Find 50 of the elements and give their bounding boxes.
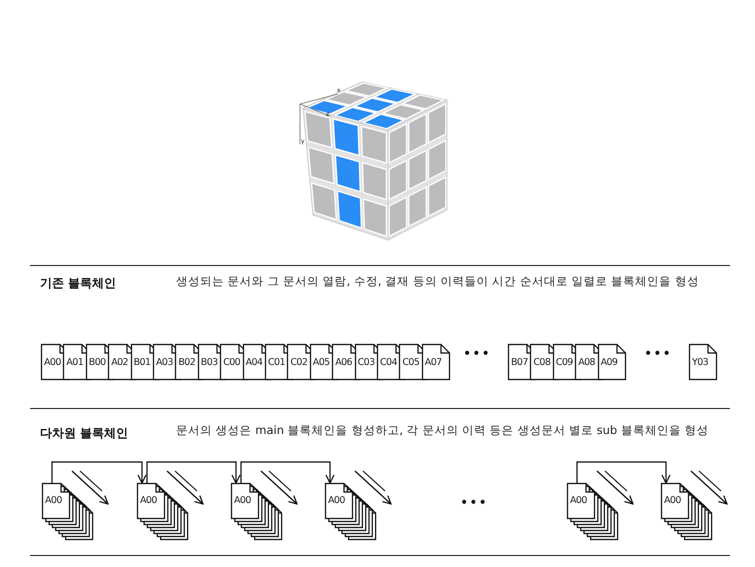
document-label: A02: [111, 357, 128, 368]
document-label: A01: [66, 357, 84, 368]
description-text: 생성되는 문서와 그 문서의 열람, 수정, 결재 등의 이력들이 시간 순서대로 일렬로 블록체인을 형성: [176, 274, 699, 289]
document-label: C03: [358, 357, 375, 368]
section-heading: 기존 블록체인: [40, 275, 118, 292]
document-label: A08: [578, 357, 595, 368]
document-label: A04: [246, 357, 262, 368]
document-label: C09: [556, 357, 573, 368]
section-heading: 다차원 블록체인: [40, 425, 130, 442]
document-label: C08: [533, 357, 550, 368]
document-label: A05: [312, 357, 330, 368]
document-label: C02: [290, 357, 308, 368]
document-stack: [661, 483, 713, 541]
connector-arrow: [576, 461, 671, 484]
document-label: A03: [156, 357, 173, 368]
document-stack: [137, 483, 189, 541]
connector-arrow: [240, 461, 335, 484]
document-label: A00: [570, 495, 587, 506]
document-stack: [231, 483, 283, 541]
document-label: C00: [223, 357, 240, 368]
document-label: C01: [268, 357, 285, 368]
document-label: A00: [328, 495, 345, 506]
connector-arrow: [146, 461, 241, 484]
document-label: C05: [402, 357, 420, 368]
document-label: Y03: [692, 357, 708, 368]
document-stack: [42, 483, 94, 541]
document-label: A07: [424, 357, 442, 368]
document-label: B01: [134, 357, 150, 368]
document-stack: [567, 483, 619, 541]
document-label: A09: [600, 357, 618, 368]
document-shape: [689, 344, 717, 380]
document-stack: [325, 483, 377, 541]
document-shape: [422, 344, 450, 380]
ellipsis-text: •••: [460, 495, 488, 511]
document-label: A00: [45, 495, 62, 506]
document-label: A00: [234, 495, 251, 506]
description-text: 문서의 생성은 main 블록체인을 형성하고, 각 문서의 이력 등은 생성문서 별로 sub 블록체인을 형성: [176, 423, 708, 438]
document-label: B02: [178, 357, 196, 368]
document-label: A00: [664, 495, 681, 506]
document-shape: [598, 344, 626, 380]
document-label: A06: [335, 357, 352, 368]
connector-arrow: [51, 461, 147, 484]
document-label: A00: [140, 495, 157, 506]
document-label: B00: [88, 357, 106, 368]
ellipsis-text: •••: [644, 346, 672, 362]
document-label: C04: [380, 357, 397, 368]
document-label: A00: [44, 357, 61, 368]
document-label: B07: [511, 357, 528, 368]
ellipsis-text: •••: [463, 346, 491, 362]
document-label: B03: [200, 357, 218, 368]
